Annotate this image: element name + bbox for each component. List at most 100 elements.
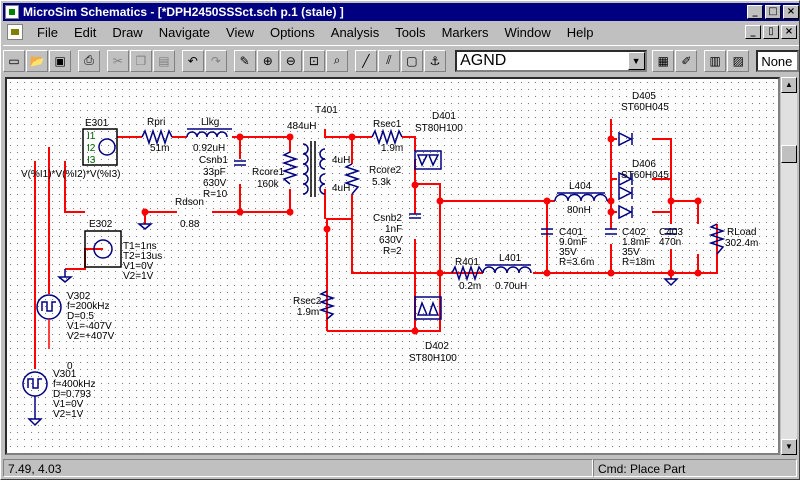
- rpri-symbol[interactable]: [141, 128, 173, 146]
- paste-icon[interactable]: ▤: [152, 49, 176, 72]
- print-icon[interactable]: ⎙: [77, 49, 101, 72]
- zoom-in-icon[interactable]: ⊕: [256, 49, 279, 72]
- components[interactable]: [22, 128, 726, 397]
- status-command: Cmd: Place Part: [593, 459, 797, 477]
- rsec2-symbol[interactable]: [318, 290, 336, 320]
- copy-icon[interactable]: ❐: [129, 49, 152, 72]
- rload-symbol[interactable]: [708, 223, 726, 255]
- label-v301-f: f=400kHz: [53, 379, 96, 390]
- display-field[interactable]: None: [756, 49, 799, 72]
- save-icon[interactable]: ▣: [49, 49, 72, 72]
- menu-navigate[interactable]: Navigate: [158, 24, 211, 40]
- label-csnb1: Csnb1: [199, 155, 228, 166]
- title-bar[interactable]: MicroSim Schematics - [*DPH2450SSSct.sch…: [3, 3, 799, 21]
- vertical-scrollbar[interactable]: ▲ ▼: [781, 77, 797, 455]
- part-combo[interactable]: AGND ▼: [455, 49, 647, 72]
- component-labels: E301 I1 I2 I3 V(%I1)*V(%I2)*V(%I3) Rpri …: [21, 91, 758, 420]
- l404-symbol[interactable]: [554, 193, 608, 202]
- cut-icon[interactable]: ✂: [106, 49, 129, 72]
- zoom-out-icon[interactable]: ⊖: [279, 49, 302, 72]
- label-i2: I2: [87, 143, 96, 154]
- doc-close-button[interactable]: ×: [781, 25, 797, 39]
- t401-secondary-b[interactable]: [319, 173, 326, 195]
- label-rcore2: Rcore2: [369, 165, 402, 176]
- label-e301-expr: V(%I1)*V(%I2)*V(%I3): [21, 169, 120, 180]
- draw-bus-icon[interactable]: ⫽: [377, 49, 400, 72]
- llkg-symbol[interactable]: [186, 131, 228, 138]
- minimize-button[interactable]: _: [747, 5, 763, 19]
- rcore1-symbol[interactable]: [281, 151, 299, 185]
- menu-tools[interactable]: Tools: [395, 24, 426, 40]
- label-c401: C401: [559, 227, 583, 238]
- edit-attributes-icon[interactable]: ▦: [652, 49, 675, 72]
- v301-symbol[interactable]: [22, 371, 48, 397]
- label-r401-val: 0.2m: [459, 281, 481, 292]
- junction: [694, 197, 702, 205]
- zoom-area-icon[interactable]: ⊡: [302, 49, 325, 72]
- junction: [667, 269, 675, 277]
- e301-symbol[interactable]: [82, 128, 118, 166]
- doc-minimize-button[interactable]: _: [745, 25, 761, 39]
- d401-symbol[interactable]: [414, 150, 442, 170]
- scroll-thumb[interactable]: [781, 145, 797, 163]
- d406-symbol-a[interactable]: [618, 185, 633, 201]
- redo-icon[interactable]: ↷: [204, 49, 227, 72]
- maximize-button[interactable]: □: [765, 5, 781, 19]
- d405-symbol-a[interactable]: [618, 131, 633, 147]
- d402-symbol[interactable]: [414, 296, 442, 320]
- t401-secondary-a[interactable]: [319, 148, 326, 170]
- junction: [411, 181, 419, 189]
- d405-symbol-b[interactable]: [618, 171, 633, 187]
- wires[interactable]: [34, 119, 718, 369]
- junction: [286, 133, 294, 141]
- l401-symbol[interactable]: [482, 266, 532, 274]
- menu-help[interactable]: Help: [566, 24, 594, 40]
- open-icon[interactable]: 📂: [26, 49, 49, 72]
- rcore2-symbol[interactable]: [343, 163, 361, 195]
- schematic-drawing[interactable]: E301 I1 I2 I3 V(%I1)*V(%I2)*V(%I3) Rpri …: [7, 79, 780, 455]
- junction: [286, 208, 294, 216]
- redraw-icon[interactable]: ✎: [233, 49, 256, 72]
- document-icon[interactable]: [7, 24, 23, 40]
- menu-file[interactable]: File: [37, 24, 58, 40]
- t401-primary[interactable]: [302, 143, 309, 195]
- r401-symbol[interactable]: [451, 264, 484, 282]
- get-part-icon[interactable]: ⚓: [424, 49, 447, 72]
- label-gnd0: 0: [67, 361, 73, 372]
- chevron-down-icon[interactable]: ▼: [627, 51, 645, 70]
- scroll-up-icon[interactable]: ▲: [781, 77, 797, 93]
- e302-symbol[interactable]: [84, 230, 122, 268]
- label-rload: RLoad: [727, 227, 756, 238]
- label-c403-val: 470n: [659, 237, 681, 248]
- menu-window[interactable]: Window: [504, 24, 551, 40]
- schematic-canvas[interactable]: E301 I1 I2 I3 V(%I1)*V(%I2)*V(%I3) Rpri …: [5, 77, 780, 455]
- label-csnb1-v1: 33pF: [203, 167, 226, 178]
- edit-symbol-icon[interactable]: ✐: [675, 49, 698, 72]
- doc-restore-button[interactable]: ▯: [763, 25, 779, 39]
- label-rdson: Rdson: [175, 197, 204, 208]
- label-d406-val: ST60H045: [621, 170, 669, 181]
- menu-markers[interactable]: Markers: [441, 24, 489, 40]
- setup-icon[interactable]: ▥: [704, 49, 727, 72]
- close-button[interactable]: ×: [783, 5, 799, 19]
- label-sec-a: 4uH: [332, 155, 350, 166]
- menu-view[interactable]: View: [226, 24, 254, 40]
- simulate-icon[interactable]: ▨: [727, 49, 750, 72]
- zoom-fit-icon[interactable]: ⌕: [325, 49, 349, 72]
- draw-block-icon[interactable]: ▢: [400, 49, 423, 72]
- menu-options[interactable]: Options: [269, 24, 315, 40]
- rsec1-symbol[interactable]: [371, 128, 403, 146]
- d406-symbol-b[interactable]: [618, 204, 633, 220]
- draw-wire-icon[interactable]: ╱: [354, 49, 377, 72]
- label-csnb1-v2: 630V: [203, 178, 227, 189]
- v302-symbol[interactable]: [36, 294, 62, 320]
- menu-draw[interactable]: Draw: [112, 24, 143, 40]
- app-icon[interactable]: [5, 5, 19, 19]
- menu-edit[interactable]: Edit: [73, 24, 97, 40]
- new-icon[interactable]: ▭: [3, 49, 26, 72]
- menu-analysis[interactable]: Analysis: [330, 24, 380, 40]
- scroll-down-icon[interactable]: ▼: [781, 439, 797, 455]
- ground-icon: [136, 223, 154, 230]
- undo-icon[interactable]: ↶: [181, 49, 204, 72]
- label-e302-v1: V1=0V: [123, 261, 154, 272]
